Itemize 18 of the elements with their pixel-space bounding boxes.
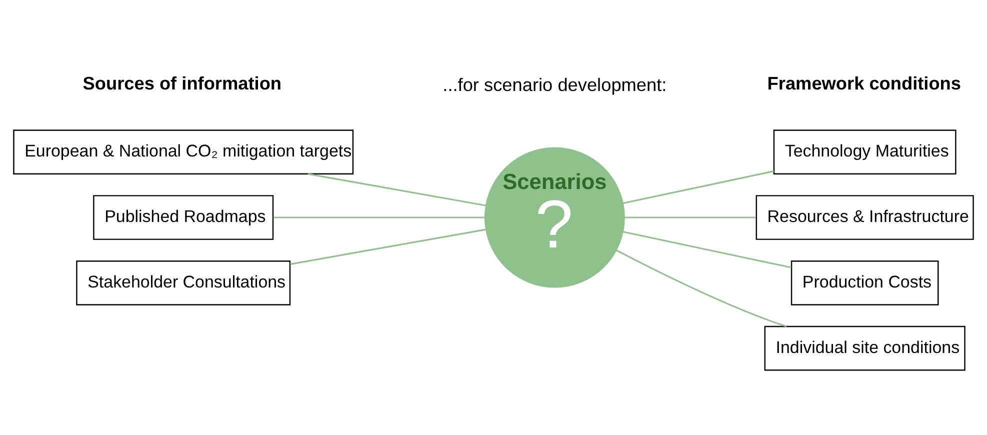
node-box: Published Roadmaps	[93, 195, 274, 240]
connector	[273, 216, 484, 218]
node-circle: Scenarios ?	[484, 147, 625, 288]
node-box: Production Costs	[790, 260, 939, 306]
connector	[308, 173, 486, 206]
connector	[622, 231, 792, 268]
node-box: Resources & Infrastructure	[756, 195, 974, 240]
node-box: Individual site conditions	[764, 326, 966, 371]
node-box: Stakeholder Consultations	[76, 260, 291, 306]
label: Sources of information	[82, 74, 282, 94]
connector	[624, 216, 756, 218]
label: Framework conditions	[767, 74, 962, 94]
connector	[622, 170, 774, 204]
connector	[616, 250, 787, 328]
node-box: European & National CO₂ mitigation targets	[13, 130, 354, 174]
node-box: Technology Maturities	[773, 130, 956, 174]
connector	[290, 228, 486, 265]
label: ...for scenario development:	[442, 74, 667, 95]
